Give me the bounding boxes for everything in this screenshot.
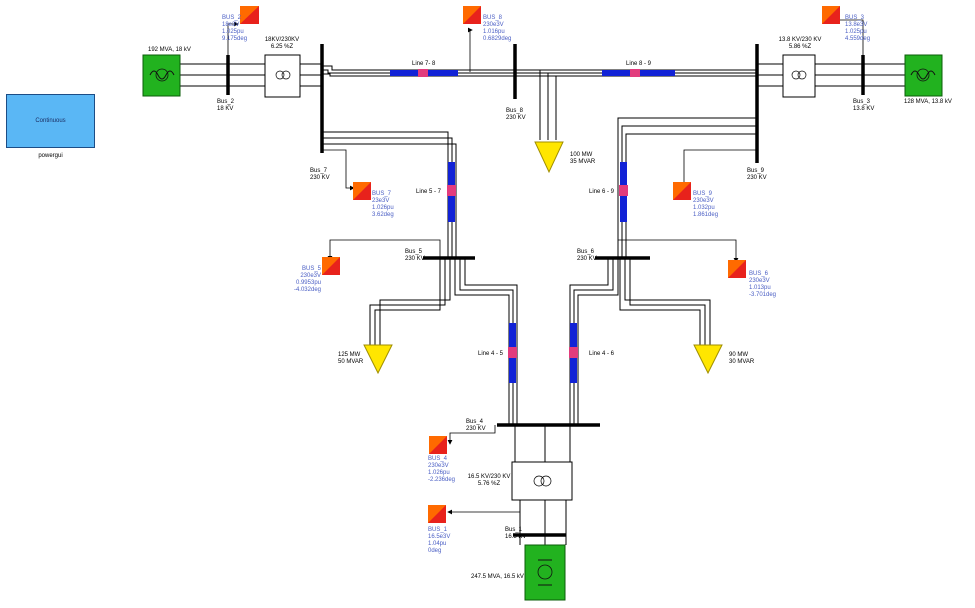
transformer-t2[interactable] (264, 54, 301, 98)
meter-bus-6[interactable] (728, 260, 746, 278)
line-4-5-label: Line 4 - 5 (478, 351, 504, 357)
line-5-7-label: Line 5 - 7 (416, 189, 442, 195)
buses (226, 44, 865, 537)
line-6-9-label: Line 6 - 9 (589, 189, 615, 195)
line-4-5[interactable] (508, 323, 517, 383)
measurement-leads (227, 17, 864, 535)
load-bus-5[interactable] (363, 344, 393, 375)
meter-bus-4[interactable] (429, 436, 447, 454)
generator-g3-label: 128 MVA, 13.8 kV (904, 99, 952, 105)
meter-bus-1[interactable] (428, 505, 446, 523)
transformers (264, 54, 816, 501)
generator-g3[interactable] (904, 54, 943, 97)
generator-g1-label: 247.5 MVA, 16.5 kV (471, 574, 524, 580)
transformer-t1[interactable] (511, 461, 573, 501)
line-4-6-label: Line 4 - 6 (589, 351, 615, 357)
meter-bus-3[interactable] (822, 6, 840, 24)
generator-g1[interactable] (524, 544, 566, 601)
meter-bus-5[interactable] (322, 257, 340, 275)
powergui-label: powergui (38, 153, 63, 159)
line-4-6[interactable] (569, 323, 578, 383)
powergui-block[interactable]: Continuous (6, 94, 95, 148)
transformer-t3[interactable] (782, 54, 816, 98)
generators (142, 54, 943, 601)
line-8-9-label: Line 8 - 9 (626, 61, 652, 67)
load-bus-6[interactable] (693, 344, 723, 375)
load-bus-8[interactable] (534, 141, 564, 174)
meters (240, 6, 840, 523)
line-7-8[interactable] (390, 69, 458, 77)
line-7-8-label: Line 7- 8 (412, 61, 436, 67)
meter-bus-2[interactable] (240, 6, 259, 24)
line-5-7[interactable] (447, 162, 456, 222)
meter-bus-9[interactable] (673, 182, 691, 200)
line-8-9[interactable] (602, 69, 675, 77)
loads (363, 141, 723, 375)
meter-bus-8[interactable] (463, 6, 481, 24)
meter-bus-7[interactable] (353, 182, 371, 200)
transmission-lines (390, 69, 675, 383)
generator-g2[interactable] (142, 54, 181, 97)
generator-g2-label: 192 MVA, 18 kV (148, 47, 191, 53)
line-6-9[interactable] (619, 162, 628, 222)
powergui-mode: Continuous (35, 118, 66, 124)
